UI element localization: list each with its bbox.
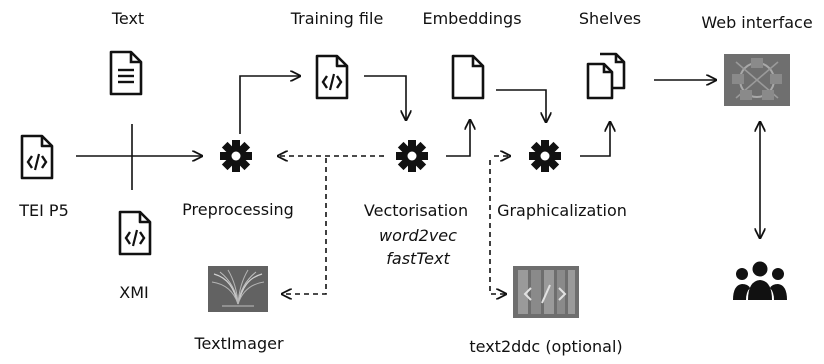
users-group-icon xyxy=(733,261,787,300)
graphicalization-gear-icon xyxy=(529,140,561,172)
vectorisation-gear-icon xyxy=(396,140,428,172)
text2ddc-image xyxy=(513,266,579,318)
preprocessing-to-training-arrow xyxy=(239,76,300,134)
dashed-connectors xyxy=(278,156,510,294)
label-tei-p5: TEI P5 xyxy=(19,201,69,220)
label-xmi: XMI xyxy=(119,283,149,302)
label-vectorisation: Vectorisation xyxy=(363,201,469,220)
connectors xyxy=(76,76,760,238)
vectorisation-to-embeddings-arrow xyxy=(446,120,470,157)
label-web-interface: Web interface xyxy=(701,13,813,32)
label-training-file: Training file xyxy=(290,9,384,28)
web-interface-image xyxy=(724,54,790,106)
text-document-icon xyxy=(109,50,143,96)
graphicalization-to-shelves-arrow xyxy=(580,122,610,157)
label-textimager: TextImager xyxy=(194,334,284,353)
label-embeddings: Embeddings xyxy=(422,9,522,28)
training-to-vectorisation-arrow xyxy=(364,75,406,120)
shelves-copy-files-icon xyxy=(586,52,626,100)
tei-code-file-icon xyxy=(20,134,54,180)
to-textimager-dashed-arrow xyxy=(282,158,327,294)
to-text2ddc-dashed-arrow xyxy=(489,160,506,294)
xmi-code-file-icon xyxy=(118,210,152,256)
training-file-code-icon xyxy=(315,54,349,100)
label-word2vec: word2vec xyxy=(379,226,457,245)
label-shelves: Shelves xyxy=(578,9,642,28)
embeddings-file-icon xyxy=(451,54,485,100)
label-graphicalization: Graphicalization xyxy=(497,201,627,220)
label-fasttext: fastText xyxy=(386,249,450,268)
label-text: Text xyxy=(111,9,145,28)
preprocessing-gear-icon xyxy=(220,140,252,172)
textimager-image xyxy=(208,266,268,312)
embeddings-to-graphicalization-arrow xyxy=(496,89,546,122)
label-preprocessing: Preprocessing xyxy=(182,200,294,219)
label-text2ddc: text2ddc (optional) xyxy=(469,337,623,356)
